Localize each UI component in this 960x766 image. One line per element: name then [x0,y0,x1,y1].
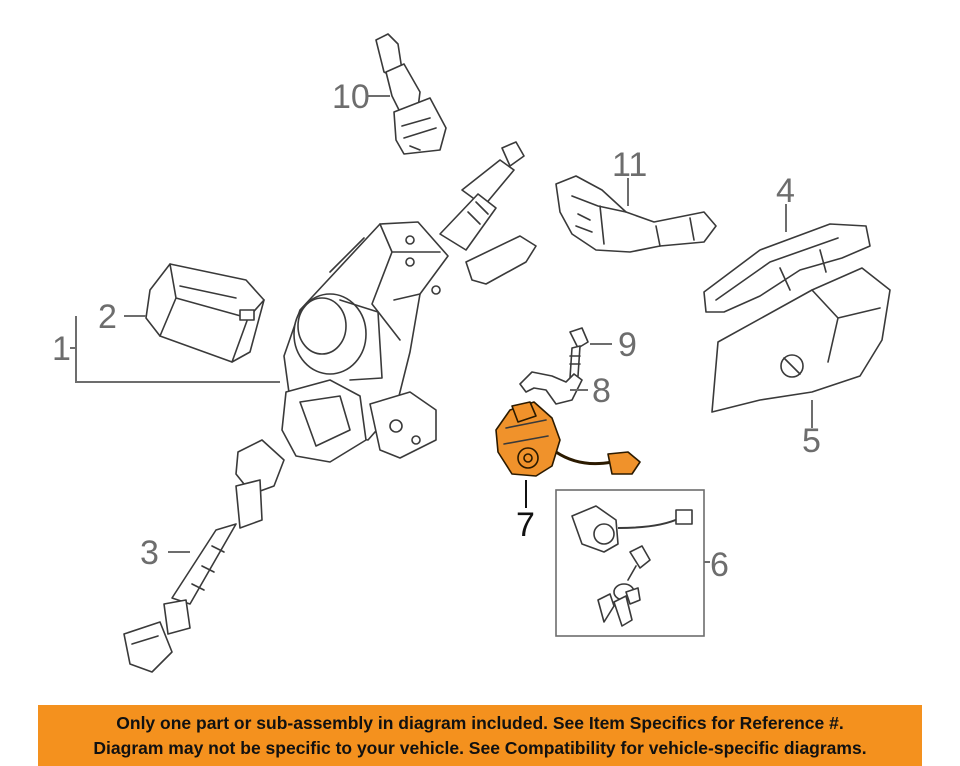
part-1-steering-column [281,141,537,463]
part-11-switch [555,175,717,253]
part-5-lower-cover [711,267,891,413]
callout-4: 4 [776,172,795,210]
callout-10: 10 [332,78,370,116]
callout-6: 6 [710,546,729,584]
part-4-upper-cover [703,223,871,313]
part-7-highlighted-switch [495,401,641,477]
part-8-clamp [519,371,583,405]
callout-1: 1 [52,330,71,368]
callout-3: 3 [140,534,159,572]
leaders [70,95,813,563]
notice-line-2: Diagram may not be specific to your vehi… [93,738,867,758]
part-6-lock-set [555,489,705,637]
callout-5: 5 [802,422,821,460]
part-10-switch [375,33,447,155]
part-9-bolt [569,327,589,379]
callout-11: 11 [612,146,647,184]
notice-banner: Only one part or sub-assembly in diagram… [38,705,922,766]
callout-7: 7 [516,506,535,544]
notice-line-1: Only one part or sub-assembly in diagram… [116,713,844,733]
callout-8: 8 [592,372,611,410]
callout-2: 2 [98,298,117,336]
callout-9: 9 [618,326,637,364]
parts-diagram: 10 11 4 2 1 9 8 5 7 6 3 [52,33,891,673]
part-2-module [145,263,265,363]
part-3-intermediate-shaft [123,439,285,673]
